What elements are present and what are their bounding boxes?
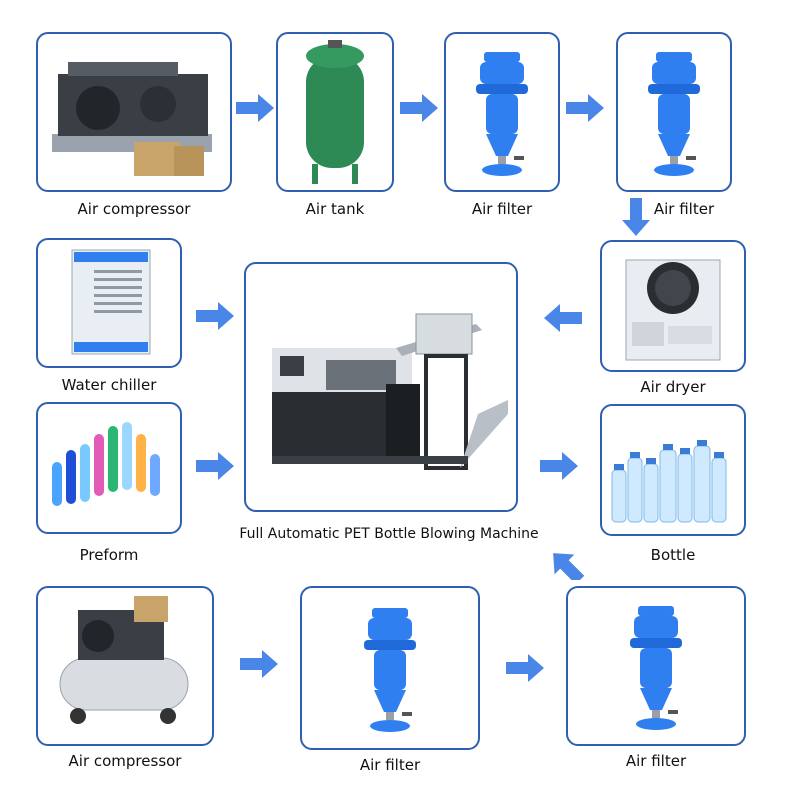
air-dryer-label: Air dryer (640, 378, 706, 396)
bottles-icon (611, 440, 727, 523)
water-chiller-icon (71, 249, 151, 355)
air-dryer-box (600, 240, 746, 372)
air-compressor-icon (59, 596, 189, 724)
arrow-compressor-to-filter-bottom (240, 650, 278, 678)
preform-label: Preform (79, 546, 139, 564)
arrow-filter-to-filter (566, 94, 604, 122)
air-filter-top-2-label: Air filter (653, 200, 715, 218)
preform-box (36, 402, 182, 534)
air-filter-bottom-1-label: Air filter (359, 756, 421, 774)
air-filter-top-2-box (616, 32, 732, 192)
air-filter-icon (364, 608, 416, 732)
water-chiller-label: Water chiller (61, 376, 157, 394)
air-compressor-bottom-label: Air compressor (68, 752, 182, 770)
air-filter-icon (476, 52, 528, 176)
arrow-chiller-to-machine (196, 302, 234, 330)
arrow-dryer-to-machine (544, 304, 582, 332)
air-filter-bottom-1-box (300, 586, 480, 750)
air-filter-bottom-2-box (566, 586, 746, 746)
blowing-machine-label: Full Automatic PET Bottle Blowing Machin… (239, 526, 539, 542)
air-tank-icon (306, 40, 364, 184)
air-compressor-top-box (36, 32, 232, 192)
arrow-compressor-to-tank (236, 94, 274, 122)
air-tank-box (276, 32, 394, 192)
arrow-filter-to-dryer (622, 198, 650, 236)
blowing-machine-icon (272, 313, 508, 470)
air-filter-icon (630, 606, 682, 730)
arrow-filter-to-filter-bottom (506, 654, 544, 682)
preform-icon (52, 422, 160, 506)
air-filter-top-1-box (444, 32, 560, 192)
arrow-preform-to-machine (196, 452, 234, 480)
air-tank-label: Air tank (305, 200, 365, 218)
blowing-machine-box (244, 262, 518, 512)
air-dryer-icon (625, 259, 721, 361)
arrow-filter-to-machine (543, 543, 584, 580)
air-filter-bottom-2-label: Air filter (625, 752, 687, 770)
air-compressor-icon (52, 62, 212, 176)
air-compressor-bottom-box (36, 586, 214, 746)
air-compressor-top-label: Air compressor (77, 200, 191, 218)
arrow-machine-to-bottle (540, 452, 578, 480)
bottle-box (600, 404, 746, 536)
water-chiller-box (36, 238, 182, 368)
air-filter-top-1-label: Air filter (471, 200, 533, 218)
arrow-tank-to-filter (400, 94, 438, 122)
air-filter-icon (648, 52, 700, 176)
bottle-label: Bottle (650, 546, 696, 564)
